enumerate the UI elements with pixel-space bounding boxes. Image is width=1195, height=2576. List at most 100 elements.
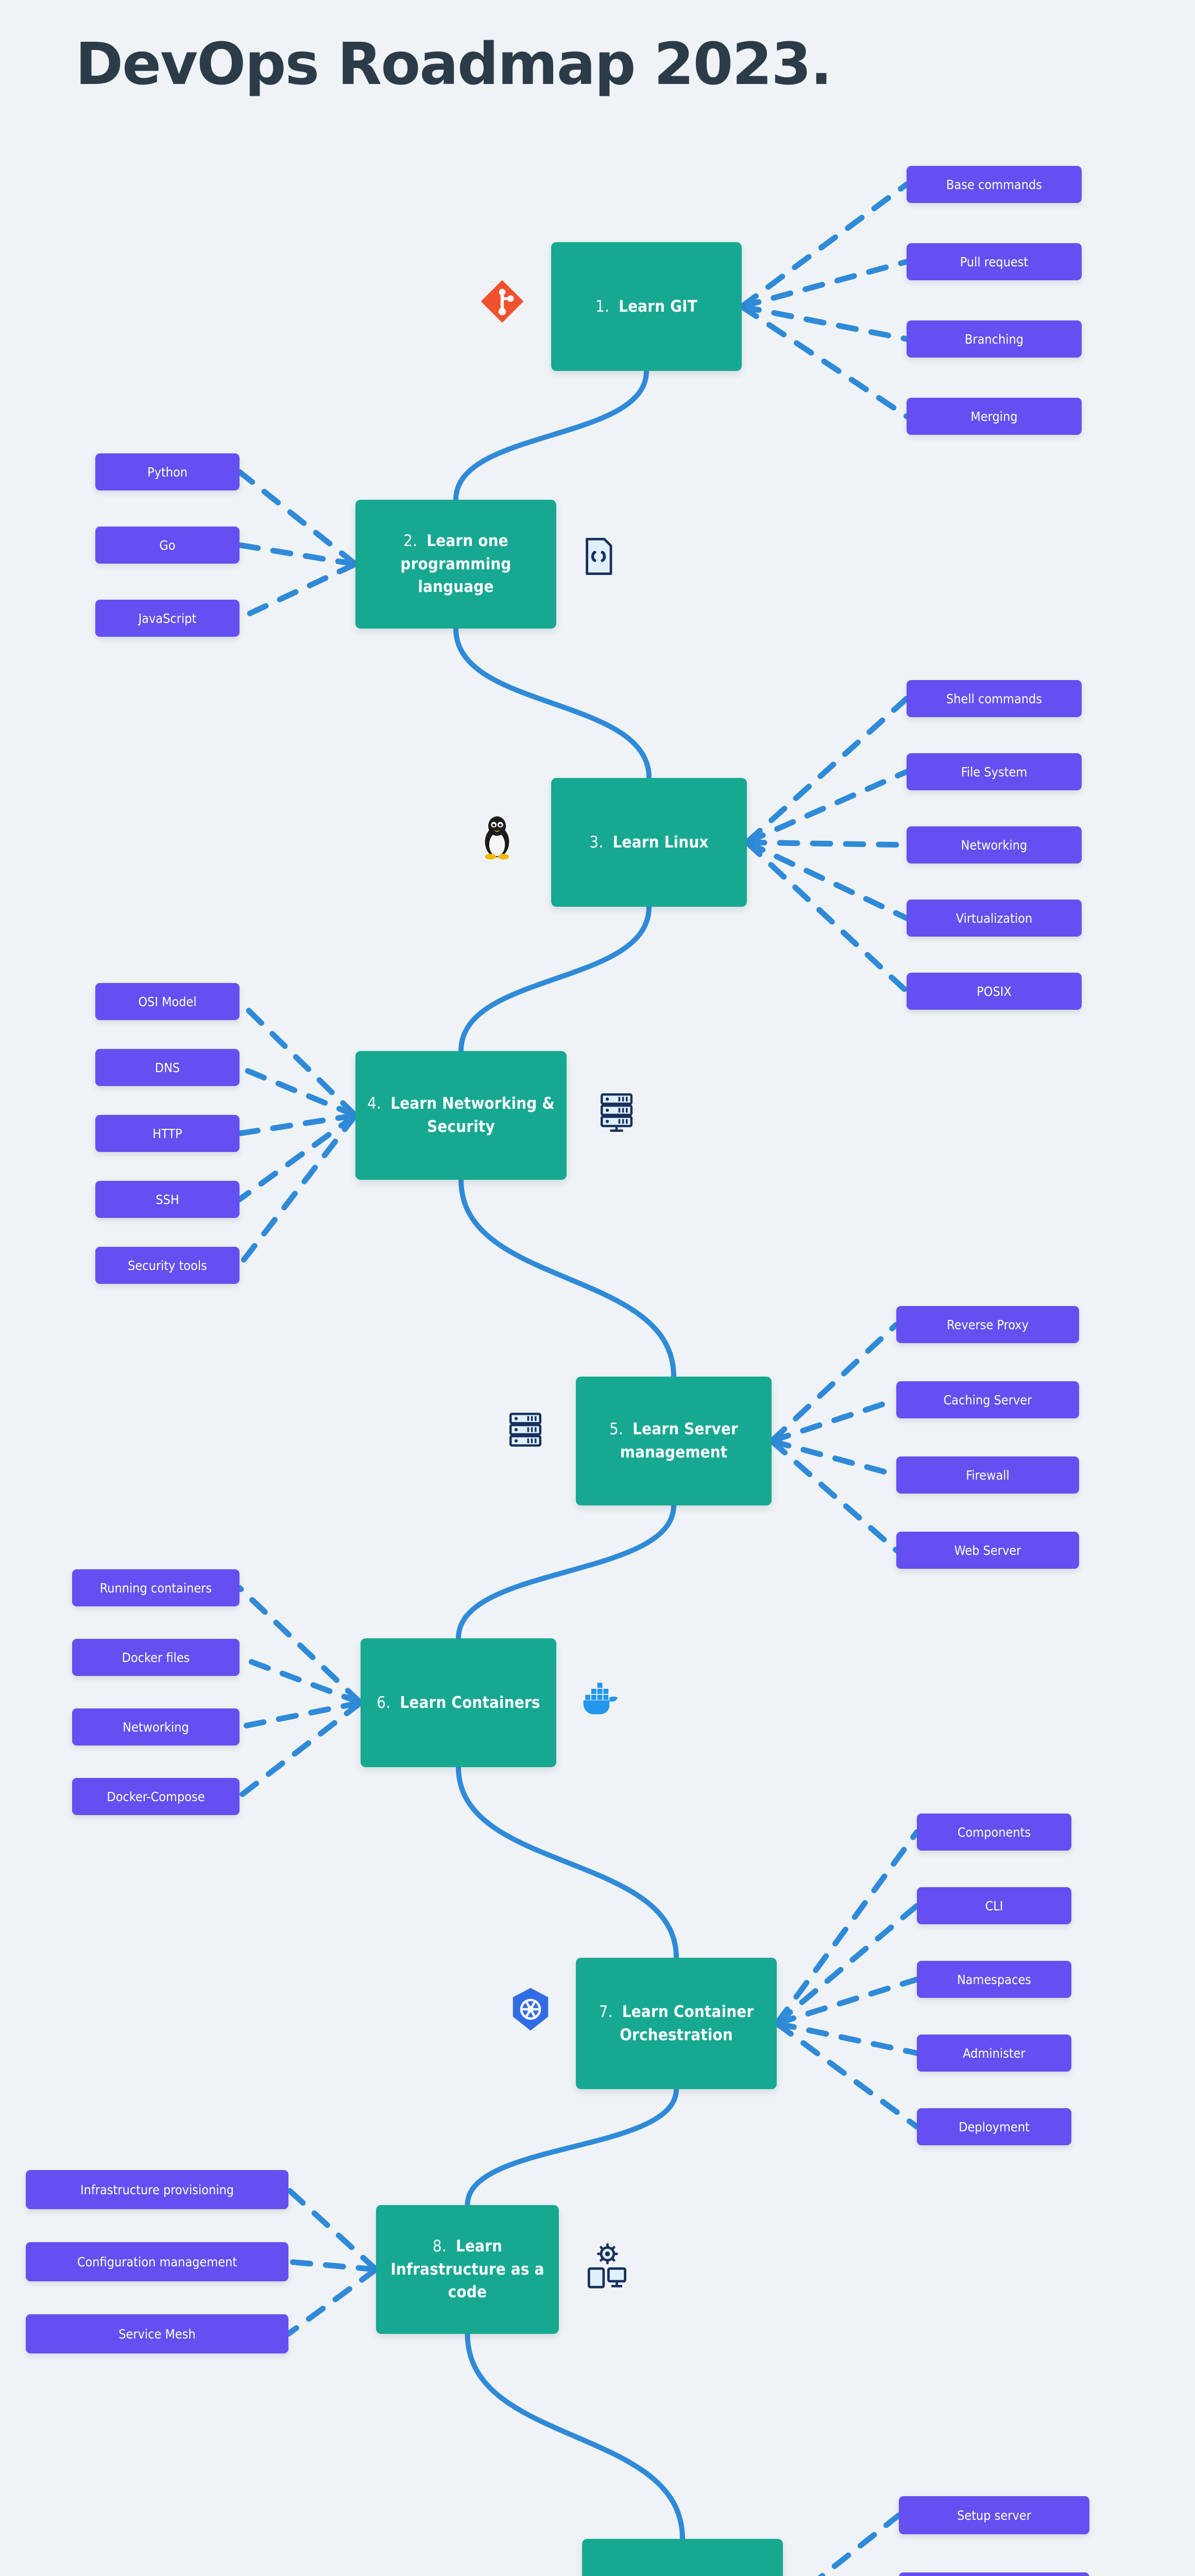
topic-label: Networking — [123, 1719, 189, 1735]
step-label: Learn Container Orchestration — [620, 2002, 754, 2044]
step-label: Learn Server management — [620, 1420, 738, 1462]
topic-box[interactable]: OSI Model — [95, 983, 240, 1020]
topic-box[interactable]: Go — [95, 527, 240, 564]
topic-label: Firewall — [966, 1467, 1010, 1483]
topic-label: Branching — [964, 331, 1024, 347]
topic-box[interactable]: Shell commands — [907, 680, 1082, 717]
topic-box[interactable]: JavaScript — [95, 600, 240, 637]
step-box-4[interactable]: 4. Learn Networking & Security — [355, 1051, 567, 1180]
topic-box[interactable]: Docker-Compose — [72, 1778, 240, 1815]
topic-box[interactable]: Security tools — [95, 1247, 240, 1284]
topic-box[interactable]: Networking — [72, 1708, 240, 1745]
topic-label: Components — [957, 1824, 1031, 1840]
topic-box[interactable]: Deployment — [917, 2108, 1071, 2145]
topic-box[interactable]: POSIX — [907, 973, 1082, 1010]
network-server-icon — [593, 1087, 640, 1133]
topic-label: OSI Model — [138, 994, 197, 1009]
topic-box[interactable]: Base commands — [907, 166, 1082, 203]
step-label: Learn Linux — [612, 833, 709, 852]
kubernetes-helm-icon — [507, 1986, 554, 2032]
topic-label: Running containers — [99, 1580, 212, 1596]
topic-label: Virtualization — [955, 910, 1033, 926]
step-label: Learn one programming language — [400, 531, 511, 597]
topic-label: Networking — [961, 837, 1028, 853]
topic-box[interactable]: Integration — [899, 2572, 1089, 2576]
step-box-1[interactable]: 1. Learn GIT — [551, 242, 742, 371]
topic-box[interactable]: Configuration management — [26, 2242, 288, 2281]
topic-label: JavaScript — [138, 611, 197, 626]
step-box-8[interactable]: 8. Learn Infrastructure as a code — [376, 2205, 559, 2334]
topic-label: Docker files — [122, 1650, 190, 1665]
topic-box[interactable]: File System — [907, 753, 1082, 790]
devops-infinity-icon — [489, 2568, 541, 2576]
topic-box[interactable]: Running containers — [72, 1569, 240, 1606]
topic-label: Configuration management — [77, 2254, 237, 2269]
topic-box[interactable]: Reverse Proxy — [896, 1306, 1079, 1343]
topic-box[interactable]: Administer — [917, 2035, 1071, 2072]
topic-label: Namespaces — [957, 1972, 1032, 1987]
git-logo-icon — [479, 278, 525, 325]
step-number: 1. — [595, 297, 609, 316]
topic-label: POSIX — [977, 984, 1012, 999]
step-box-2[interactable]: 2. Learn one programming language — [355, 500, 556, 629]
topic-box[interactable]: SSH — [95, 1181, 240, 1218]
topic-label: Shell commands — [946, 691, 1042, 706]
topic-box[interactable]: Merging — [907, 398, 1082, 435]
topic-box[interactable]: Namespaces — [917, 1961, 1071, 1998]
page-title: DevOps Roadmap 2023. — [75, 31, 832, 98]
topic-label: Caching Server — [943, 1392, 1032, 1408]
topic-label: HTTP — [152, 1126, 182, 1141]
topic-label: Go — [159, 537, 176, 553]
topic-label: DNS — [155, 1060, 180, 1075]
step-number: 2. — [403, 531, 418, 550]
linux-penguin-icon — [474, 814, 520, 860]
topic-box[interactable]: Firewall — [896, 1456, 1079, 1494]
topic-box[interactable]: Pull request — [907, 243, 1082, 280]
topic-box[interactable]: Infrastructure provisioning — [26, 2170, 288, 2209]
step-number: 5. — [609, 1420, 623, 1439]
topic-box[interactable]: Caching Server — [896, 1381, 1079, 1418]
topic-box[interactable]: Virtualization — [907, 900, 1082, 937]
step-number: 4. — [367, 1094, 382, 1113]
topic-box[interactable]: Setup server — [899, 2496, 1089, 2534]
topic-label: Reverse Proxy — [947, 1317, 1029, 1332]
step-box-6[interactable]: 6. Learn Containers — [361, 1638, 556, 1767]
topic-box[interactable]: CLI — [917, 1887, 1071, 1924]
infrastructure-gear-icon — [582, 2241, 631, 2290]
topic-label: Administer — [963, 2045, 1026, 2061]
topic-label: File System — [961, 764, 1028, 779]
topic-box[interactable]: DNS — [95, 1049, 240, 1086]
topic-label: Merging — [970, 409, 1018, 424]
topic-label: Python — [147, 464, 187, 480]
step-label: Learn Infrastructure as a code — [390, 2236, 544, 2302]
topic-label: Base commands — [946, 177, 1042, 192]
step-box-3[interactable]: 3. Learn Linux — [551, 778, 747, 907]
step-box-9[interactable]: 9. Learn CI/CD — [582, 2539, 783, 2576]
topic-box[interactable]: Components — [917, 1814, 1071, 1851]
topic-label: Security tools — [128, 1258, 207, 1273]
topic-label: Setup server — [957, 2507, 1031, 2523]
step-box-5[interactable]: 5. Learn Server management — [576, 1377, 772, 1505]
topic-box[interactable]: Docker files — [72, 1639, 240, 1676]
code-file-icon — [578, 536, 619, 577]
step-number: 7. — [599, 2002, 613, 2021]
topic-box[interactable]: HTTP — [95, 1115, 240, 1152]
topic-box[interactable]: Networking — [907, 826, 1082, 863]
topic-box[interactable]: Web Server — [896, 1532, 1079, 1569]
step-number: 6. — [377, 1693, 391, 1712]
step-label: Learn Networking & Security — [390, 1094, 555, 1136]
topic-box[interactable]: Python — [95, 453, 240, 490]
docker-whale-icon — [577, 1674, 623, 1721]
topic-label: Deployment — [959, 2119, 1030, 2134]
topic-label: Service Mesh — [118, 2326, 196, 2342]
step-number: 3. — [589, 833, 604, 852]
topic-label: CLI — [985, 1898, 1003, 1913]
topic-box[interactable]: Service Mesh — [26, 2314, 288, 2353]
topic-box[interactable]: Branching — [907, 320, 1082, 358]
topic-label: SSH — [156, 1192, 179, 1207]
topic-label: Pull request — [960, 254, 1029, 269]
step-label: Learn Containers — [400, 1693, 540, 1712]
step-box-7[interactable]: 7. Learn Container Orchestration — [576, 1958, 777, 2089]
